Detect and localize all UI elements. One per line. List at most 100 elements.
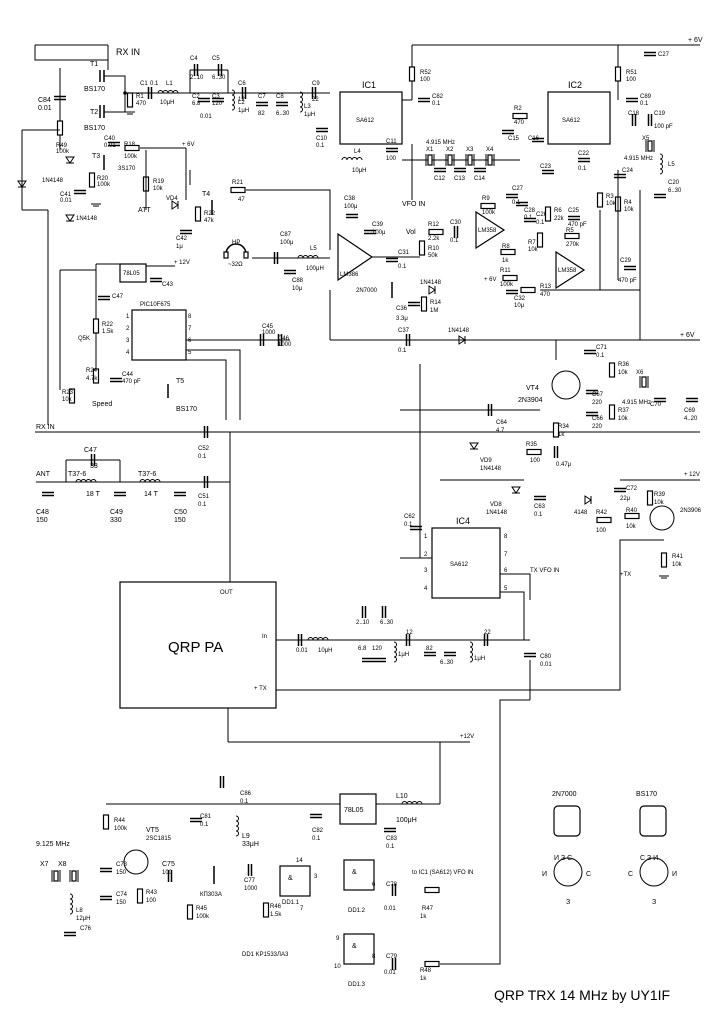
c5-label: C5 (212, 56, 220, 62)
t2-part: BS170 (84, 125, 105, 132)
c7-value: 82 (258, 111, 265, 117)
c19-value: 100 pF (654, 124, 673, 130)
r42-value: 100 (596, 528, 607, 534)
l5-label: L5 (668, 162, 675, 168)
vd8-label: VD8 (490, 502, 502, 508)
d3-label: 1N4148 (76, 216, 98, 222)
c50-label: C50 (174, 509, 187, 516)
l5b-value: 100μH (306, 266, 324, 272)
c44-label: C44 (122, 372, 134, 378)
c25-label: C25 (568, 208, 580, 214)
pinout-left-title: 2N7000 (552, 791, 577, 798)
c15-label: C15 (508, 136, 520, 142)
audio-section: T4 R21 47 VD4 R22 47k C42 1μ HP ~32Ω C87… (166, 148, 700, 354)
c67-label: C67 (592, 392, 604, 398)
r22b-value: 1.5k (102, 329, 114, 335)
ic4-pin7: 7 (504, 552, 508, 558)
vfo-oscillator: VT4 2N3904 C71 0.1 R36 10k X6 4.915 MHz … (400, 340, 699, 558)
kp303-label: КП303А (200, 892, 222, 898)
r37-label: R37 (618, 408, 630, 414)
pa-c1: 6.8 (358, 646, 367, 652)
hp-impedance: ~32Ω (228, 262, 243, 268)
r46-value: 1.5k (270, 912, 282, 918)
c40-label: C40 (104, 136, 116, 142)
c13-label: C13 (454, 176, 466, 182)
c78-label: C78 (386, 882, 398, 888)
vd9-value: 1N4148 (480, 466, 502, 472)
c43-label: C43 (162, 282, 174, 288)
t5-part: BS170 (176, 406, 197, 413)
c37-label: C37 (398, 328, 410, 334)
r9-label: R9 (482, 196, 490, 202)
r49-value: 100k (56, 149, 70, 155)
c36-value: 3.3μ (396, 316, 408, 322)
pinout-right-pins: С З И (640, 855, 658, 862)
rail-p12-d: + 12V (684, 472, 700, 478)
l9-label: L9 (242, 833, 250, 840)
pinout-bs170: BS170 С З И С И З (628, 791, 677, 906)
c88-label: C88 (292, 278, 304, 284)
c64-value: 4.7 (496, 428, 505, 434)
r36-label: R36 (618, 362, 630, 368)
c83-value: 0.1 (386, 844, 395, 850)
r39-label: R39 (654, 492, 666, 498)
c74-value: 150 (116, 900, 127, 906)
l1-label: L1 (166, 81, 173, 87)
c31-value: 0.1 (398, 264, 407, 270)
vd8-value: 1N4148 (486, 510, 508, 516)
r8-value: 1k (502, 258, 509, 264)
ic2-label: IC2 (568, 80, 582, 90)
c46-value: 1000 (278, 342, 292, 348)
c12-label: C12 (434, 176, 446, 182)
x8-label: X8 (58, 861, 67, 868)
ant-label: ANT (36, 471, 51, 478)
c81-value: 0.1 (200, 822, 209, 828)
pa-c3: 12 (406, 630, 413, 636)
r2-label: R2 (514, 106, 522, 112)
c8-label: C8 (276, 94, 284, 100)
rail-p12-b: +12V (460, 734, 474, 740)
c45-value: 1000 (262, 330, 276, 336)
r40-value: 10k (626, 524, 637, 530)
net-vfo-in: VFO IN (402, 201, 425, 208)
r11-label: R11 (500, 268, 511, 274)
dd1-pin7: 7 (300, 906, 304, 912)
ic4-tx-mixer: IC4 SA612 1 2 3 4 8 7 6 5 C62 0.1 VD8 1N… (232, 479, 559, 641)
t37a-label: T37-6 (68, 471, 86, 478)
c87-label: C87 (280, 232, 292, 238)
ic4-pin8: 8 (504, 534, 508, 540)
c76-label: C76 (80, 926, 92, 932)
r18-label: R18 (124, 142, 136, 148)
r22-value: 47k (204, 218, 215, 224)
net-ptx-right: +TX (620, 572, 631, 578)
rail-p6-a: + 6V (182, 142, 195, 148)
ic4-pin3: 3 (424, 568, 428, 574)
ic4-pin6: 6 (504, 568, 508, 574)
c3-label: C3 (212, 94, 220, 100)
d1n2-label: 1N4148 (420, 280, 442, 286)
r44-value: 100k (114, 826, 128, 832)
pin-1: 1 (126, 314, 130, 320)
c23-label: C23 (540, 164, 552, 170)
c47-value: 33 (90, 463, 98, 470)
speed-label: Speed (92, 401, 112, 408)
pin-6: 6 (188, 338, 192, 344)
r19-label: R19 (153, 179, 165, 185)
c79-value: 0.01 (384, 970, 396, 976)
c88-value: 10μ (292, 286, 303, 292)
c28-label: C28 (524, 208, 536, 214)
r20-value: 100k (97, 182, 111, 188)
c20-label: C20 (668, 180, 680, 186)
ic4-part: SA612 (450, 562, 469, 568)
r12-label: R12 (428, 222, 440, 228)
t5-label: T5 (176, 378, 184, 385)
reg2-label: 78L05 (344, 807, 364, 814)
ic4-pin2: 2 (424, 552, 428, 558)
pa-tx-label: + TX (254, 686, 267, 692)
pinout-right-gate: З (652, 899, 656, 906)
crystal-filter: 4.915 MHz X1 X2 X3 X4 C12 C13 C14 C15 (425, 129, 520, 182)
r42-label: R42 (596, 510, 608, 516)
c83-label: C83 (386, 836, 398, 842)
c84-label: C84 (38, 97, 51, 104)
r12-value: 2.2k (428, 236, 440, 242)
